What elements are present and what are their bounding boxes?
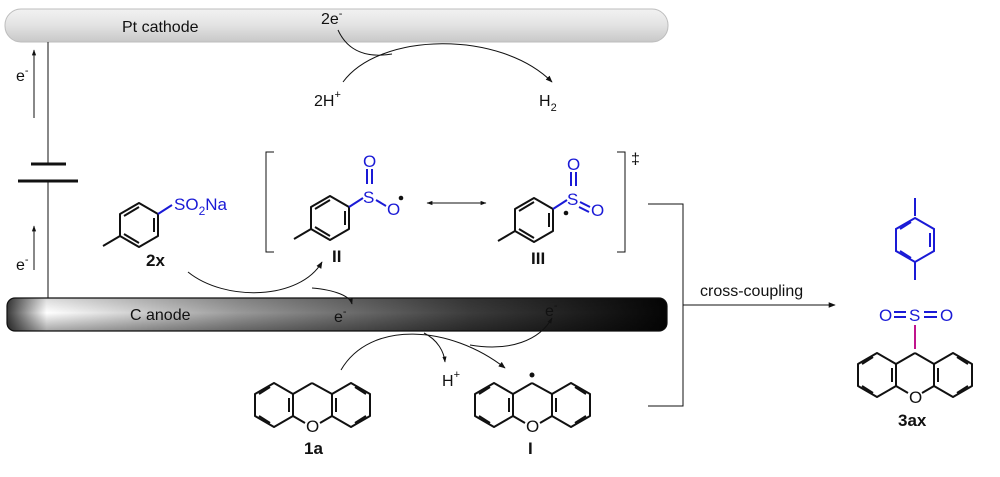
radical-II-label: II — [332, 247, 341, 266]
radical-I-label: I — [528, 439, 533, 458]
radical-III-oxygen-right: O — [591, 201, 604, 220]
radical-II-sulfur: S — [363, 188, 374, 207]
anode-label: C anode — [130, 307, 191, 324]
radical-III: S O O III — [497, 155, 604, 268]
xanthene-1a: O 1a — [254, 382, 371, 458]
xanthyl-radical-I: O I — [474, 372, 591, 458]
xanthene-electron-arrow — [469, 317, 553, 348]
electron-flow-bottom: e- — [16, 254, 29, 274]
proton-label: H+ — [442, 369, 460, 390]
external-circuit: e- e- — [16, 42, 78, 298]
anode-oxidation-arrows: e- H+ e- — [187, 261, 558, 390]
sulfinate-formula: SO2Na — [174, 195, 228, 218]
cathode-electrons: 2e- — [321, 8, 343, 28]
xanthene-oxygen: O — [306, 417, 319, 436]
protons-label: 2H+ — [314, 89, 341, 110]
electron-anode-1: e- — [334, 306, 347, 326]
radical-II: S O O II — [293, 152, 404, 266]
radical-III-oxygen-top: O — [567, 155, 580, 174]
proton-reduction-arrow — [342, 43, 553, 83]
cross-coupling-connector: cross-coupling — [648, 203, 836, 407]
radical-III-label: III — [531, 249, 545, 268]
cathode-reaction: 2e- 2H+ H2 — [314, 8, 557, 114]
radical-II-oxygen-top: O — [363, 152, 376, 171]
transition-bracket-symbol: ‡ — [631, 151, 640, 168]
electron-anode-2: e- — [545, 300, 558, 320]
hydrogen-label: H2 — [539, 93, 557, 114]
pt-cathode: Pt cathode — [4, 8, 669, 43]
c-anode: C anode — [6, 297, 668, 332]
electron-flow-top: e- — [16, 65, 29, 85]
xanthene-oxidation-arrow — [340, 333, 506, 371]
sulfonyl-radical-resonance: ‡ S O O II S — [265, 151, 640, 268]
radical-III-sulfur: S — [567, 190, 578, 209]
compound-3ax-label: 3ax — [898, 411, 927, 430]
product-3ax: S O O O 3ax — [857, 198, 973, 430]
cross-coupling-label: cross-coupling — [700, 283, 803, 300]
proton-release-arrow — [423, 332, 447, 363]
compound-1a-label: 1a — [304, 439, 323, 458]
radical-II-oxygen-radical: O — [387, 200, 400, 219]
product-sulfur: S — [909, 306, 920, 325]
product-ring-oxygen: O — [909, 388, 922, 407]
product-oxygen-left: O — [879, 306, 892, 325]
sulfinate-oxidation-arrow — [187, 261, 323, 294]
cathode-label: Pt cathode — [122, 19, 199, 36]
sodium-sulfinate-2x: SO2Na 2x — [102, 195, 228, 270]
compound-2x-label: 2x — [146, 251, 165, 270]
electron-curve-arrow — [337, 29, 393, 56]
sulfinate-electron-arrow — [311, 287, 353, 305]
xanthyl-oxygen: O — [526, 417, 539, 436]
product-oxygen-right: O — [940, 306, 953, 325]
